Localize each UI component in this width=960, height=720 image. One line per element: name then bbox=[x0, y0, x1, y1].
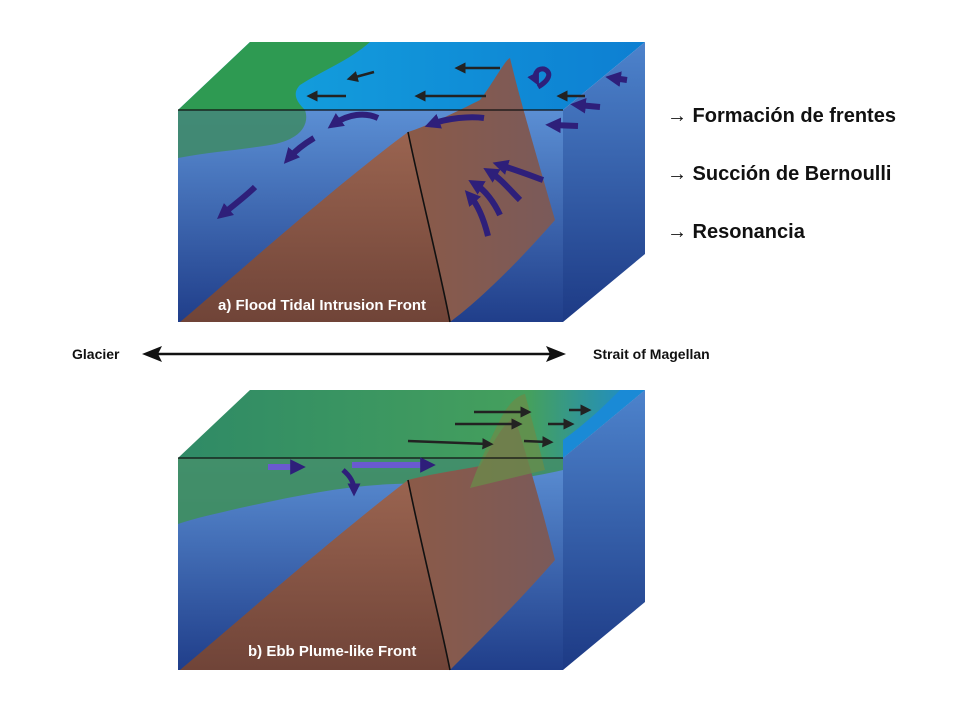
concept-list: → Formación de frentes → Succión de Bern… bbox=[667, 104, 896, 278]
flow-arrow bbox=[527, 66, 552, 90]
flow-arrow bbox=[605, 71, 628, 87]
sill-ridge bbox=[180, 480, 450, 670]
sill-ridge-back bbox=[408, 418, 555, 670]
flow-arrow bbox=[545, 117, 579, 134]
flow-arrow bbox=[483, 167, 523, 203]
sill-ridge bbox=[180, 132, 450, 322]
flow-arrow bbox=[341, 468, 361, 497]
surface-arrow bbox=[523, 436, 554, 448]
concept-item: → Succión de Bernoulli bbox=[667, 163, 892, 185]
panel-b-title: b) Ebb Plume-like Front bbox=[248, 643, 416, 660]
flow-arrow bbox=[468, 179, 503, 217]
glacier-strait-axis: Glacier Strait of Magellan bbox=[72, 346, 710, 362]
strait-label: Strait of Magellan bbox=[593, 346, 710, 362]
surface-arrow bbox=[346, 70, 375, 82]
concept-item: → Formación de frentes bbox=[667, 105, 896, 127]
glacier-water-layer bbox=[178, 110, 307, 158]
flow-arrow bbox=[327, 111, 380, 129]
glacier-label: Glacier bbox=[72, 346, 120, 362]
flow-arrow bbox=[464, 190, 491, 237]
glacier-water-patch bbox=[178, 42, 370, 110]
bottom-block: b) Ebb Plume-like Front bbox=[178, 390, 645, 671]
top-block: a) Flood Tidal Intrusion Front bbox=[178, 42, 645, 323]
flow-arrow bbox=[283, 135, 316, 164]
flow-arrow bbox=[424, 113, 485, 129]
flow-arrow bbox=[217, 184, 258, 219]
bottom-block-side-face bbox=[563, 390, 645, 670]
concept-item: → Resonancia bbox=[667, 221, 805, 243]
flow-arrow bbox=[570, 97, 601, 114]
surface-arrow bbox=[407, 438, 494, 450]
panel-a-title: a) Flood Tidal Intrusion Front bbox=[218, 297, 426, 314]
flow-arrow bbox=[492, 159, 545, 183]
